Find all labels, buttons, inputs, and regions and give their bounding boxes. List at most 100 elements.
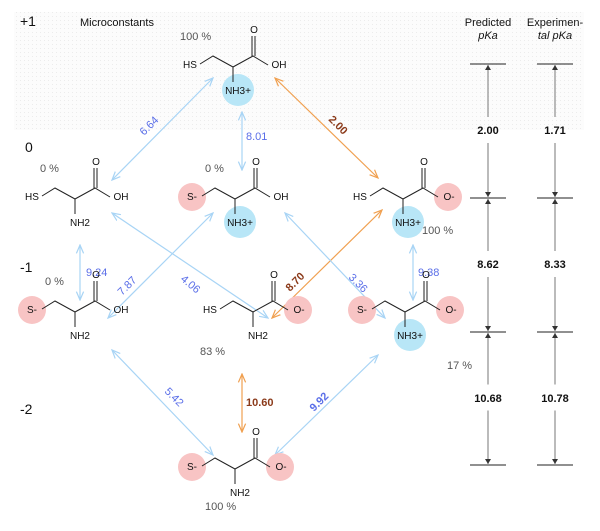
label-992: 9.92 xyxy=(308,390,332,414)
experimental-header-2: tal pKa xyxy=(538,30,572,42)
carbonyl-oxygen: O xyxy=(252,157,260,168)
ammonium-highlight xyxy=(222,74,254,106)
species-percentage: 0 % xyxy=(205,163,224,175)
arrow-992 xyxy=(275,355,378,455)
carbonyl-bond xyxy=(251,36,256,56)
label-870: 8.70 xyxy=(284,270,308,294)
carboxyl-group: O- xyxy=(445,305,456,316)
amino-group: NH3+ xyxy=(397,331,423,342)
thiolate-highlight xyxy=(178,453,206,481)
ammonium-highlight xyxy=(392,206,424,238)
bond-skeleton xyxy=(371,300,441,327)
carbonyl-oxygen: O xyxy=(92,157,100,168)
bond-skeleton xyxy=(201,187,271,214)
amino-group: NH3+ xyxy=(395,218,421,229)
label-938: 9.38 xyxy=(418,267,439,279)
ammonium-highlight xyxy=(224,206,256,238)
charge-label-plus1: +1 xyxy=(20,13,36,29)
carbonyl-oxygen: O xyxy=(92,270,100,281)
bond-skeleton xyxy=(219,300,289,327)
carbonyl-oxygen: O xyxy=(422,270,430,281)
sulfur-group: HS xyxy=(25,192,39,203)
carboxyl-group: O- xyxy=(293,305,304,316)
carboxylate-highlight xyxy=(266,453,294,481)
carbonyl-bond xyxy=(271,281,276,301)
carbonyl-bond xyxy=(253,168,258,188)
species-neutral-b: O S- NH3+ OH 0 % xyxy=(178,157,289,238)
species-percentage: 0 % xyxy=(45,276,64,288)
bond-skeleton xyxy=(199,55,269,82)
carbonyl-oxygen: O xyxy=(270,270,278,281)
species-percentage: 17 % xyxy=(447,360,472,372)
predicted-header-2: pKa xyxy=(477,30,498,42)
sulfur-group: S- xyxy=(187,192,197,203)
label-1060: 10.60 xyxy=(246,397,274,409)
thiolate-highlight xyxy=(178,183,206,211)
label-406: 4.06 xyxy=(178,273,202,296)
label-787: 7.87 xyxy=(116,274,140,298)
label-924: 9.24 xyxy=(86,267,107,279)
experimental-value-2: 8.33 xyxy=(544,259,565,271)
species-anion-a: O S- NH2 OH 0 % xyxy=(18,270,129,342)
species-percentage: 100 % xyxy=(422,225,453,237)
carboxylate-highlight xyxy=(284,296,312,324)
amino-group: NH3+ xyxy=(227,218,253,229)
arrow-664 xyxy=(112,78,213,180)
carbonyl-bond xyxy=(93,281,98,301)
experimental-header: Experimen- xyxy=(527,17,584,29)
bond-skeleton xyxy=(41,300,111,327)
label-801: 8.01 xyxy=(246,131,267,143)
carboxyl-group: OH xyxy=(114,305,129,316)
species-percentage: 83 % xyxy=(200,346,225,358)
carbonyl-oxygen: O xyxy=(252,427,260,438)
predicted-header: Predicted xyxy=(465,17,511,29)
arrow-406 xyxy=(112,213,268,318)
predicted-value-2: 8.62 xyxy=(477,259,498,271)
sulfur-group: S- xyxy=(357,305,367,316)
charge-label-0: 0 xyxy=(25,139,33,155)
sulfur-group: HS xyxy=(183,60,197,71)
predicted-value-3: 10.68 xyxy=(474,393,502,405)
carbonyl-bond xyxy=(253,438,258,458)
species-percentage: 100 % xyxy=(205,501,236,513)
carboxyl-group: O- xyxy=(443,192,454,203)
amino-group: NH2 xyxy=(230,488,250,499)
experimental-pka-column: Experimen- tal pKa 1.71 8.33 10.78 xyxy=(527,17,584,405)
diagram-title: Microconstants xyxy=(80,17,154,29)
amino-group: NH2 xyxy=(70,331,90,342)
species-percentage: 0 % xyxy=(40,163,59,175)
species-zwitterion: O HS NH3+ O- 100 % xyxy=(353,157,462,238)
sulfur-group: HS xyxy=(353,192,367,203)
carbonyl-bond xyxy=(421,168,426,188)
species-percentage: 100 % xyxy=(180,31,211,43)
charge-label-minus1: -1 xyxy=(20,259,33,275)
species-group: O HS NH3+ OH 100 % O HS NH2 OH 0 % O S- NH3+ OH 0 % O HS… xyxy=(18,25,472,513)
bond-skeleton xyxy=(201,457,271,484)
carboxylate-highlight xyxy=(436,296,464,324)
ammonium-highlight xyxy=(394,319,426,351)
thiolate-highlight xyxy=(18,296,46,324)
label-336: 3.36 xyxy=(346,272,370,296)
predicted-value-1: 2.00 xyxy=(477,125,498,137)
carboxyl-group: OH xyxy=(272,60,287,71)
carbonyl-bond xyxy=(93,168,98,188)
amino-group: NH3+ xyxy=(225,86,251,97)
sulfur-group: S- xyxy=(27,305,37,316)
arrow-787 xyxy=(108,213,213,318)
carbonyl-oxygen: O xyxy=(420,157,428,168)
pka-scales xyxy=(470,63,573,466)
carboxylate-highlight xyxy=(434,183,462,211)
carboxyl-group: OH xyxy=(274,192,289,203)
bond-skeleton xyxy=(41,187,111,214)
experimental-value-1: 1.71 xyxy=(544,125,565,137)
charge-label-minus2: -2 xyxy=(20,401,33,417)
species-anion-c: O S- NH3+ O- 17 % xyxy=(348,270,472,372)
predicted-pka-column: Predicted pKa 2.00 8.62 10.68 xyxy=(465,17,511,405)
thiolate-highlight xyxy=(348,296,376,324)
carbonyl-bond xyxy=(423,281,428,301)
